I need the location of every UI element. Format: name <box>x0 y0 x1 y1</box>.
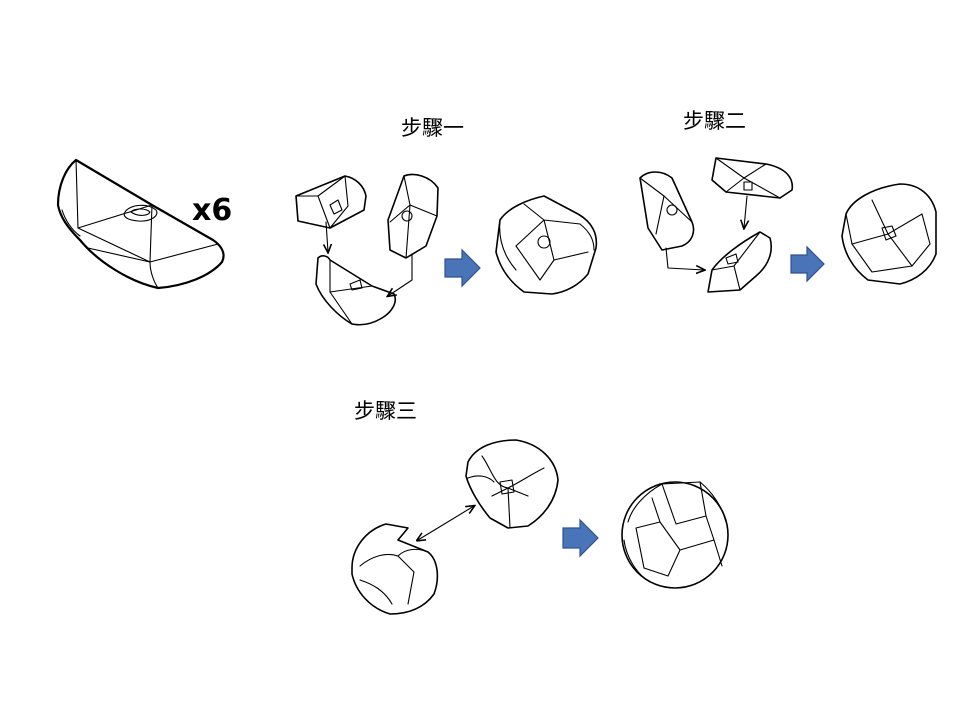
step-two-result <box>841 183 937 285</box>
step-two-pieces <box>639 157 794 293</box>
step-one-pieces <box>295 173 439 326</box>
step-one-result <box>495 195 598 295</box>
single-piece-illustration <box>56 158 225 290</box>
arrow-step-one <box>444 248 481 288</box>
flow-arrows <box>444 245 825 558</box>
step-three-result <box>621 481 729 589</box>
step-three-label: 步驟三 <box>354 399 417 423</box>
step-two-label: 步驟二 <box>683 109 746 133</box>
arrow-step-three <box>562 518 599 558</box>
step-one-label: 步驟一 <box>401 116 464 140</box>
arrow-step-two <box>790 245 825 283</box>
piece-count-label: x6 <box>192 193 233 228</box>
step-three-pieces <box>351 439 559 615</box>
